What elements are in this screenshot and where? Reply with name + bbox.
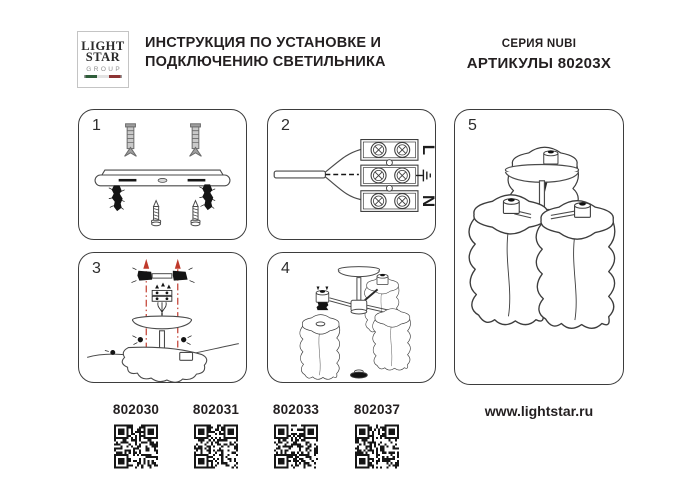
wall-anchor-icon	[124, 123, 137, 157]
articles-label: АРТИКУЛЫ 80203X	[466, 55, 612, 72]
canopy	[337, 266, 381, 301]
step-number: 5	[468, 117, 477, 134]
qr-code	[114, 424, 158, 469]
lamp-socket	[574, 201, 591, 218]
article-code: 802037	[353, 402, 401, 417]
terminal-block	[360, 139, 419, 212]
alignment-guides	[143, 258, 181, 350]
attach-cloud-shades-drawing	[299, 266, 411, 380]
terminal-label-neutral: N	[419, 195, 435, 207]
article-802030: 802030	[94, 402, 178, 469]
arm-pin	[364, 288, 379, 302]
cloud-arm	[121, 346, 208, 382]
screw-in-bracket-icon	[198, 184, 216, 210]
canopy	[131, 315, 193, 353]
step-number: 4	[281, 260, 290, 277]
canopy-screws	[104, 335, 192, 355]
assembled-chandelier-drawing	[468, 146, 616, 329]
step-number: 1	[92, 117, 101, 134]
article-code: 802031	[192, 402, 240, 417]
article-code: 802033	[272, 402, 320, 417]
step-panel-2: L N 2	[267, 109, 436, 240]
cloud-shade	[535, 200, 616, 329]
article-802031: 802031	[174, 402, 258, 469]
qr-code	[194, 424, 238, 469]
logo-word-star: STAR	[85, 50, 121, 65]
hub	[350, 299, 368, 315]
article-802033: 802033	[254, 402, 338, 469]
title-line-2: ПОДКЛЮЧЕНИЮ СВЕТИЛЬНИКА	[145, 54, 386, 70]
lamp-socket	[543, 149, 559, 165]
qr-code	[355, 424, 399, 469]
article-code: 802030	[112, 402, 160, 417]
lamp-socket	[376, 273, 389, 285]
screw-icon	[151, 200, 162, 227]
arms	[514, 209, 579, 220]
mount-canopy-to-bracket-drawing	[87, 258, 239, 382]
series-label: СЕРИЯ NUBI	[501, 38, 577, 50]
arms	[329, 297, 389, 314]
mounting-bracket	[94, 169, 231, 187]
screw-icon	[190, 200, 201, 227]
lamp-socket	[502, 197, 520, 214]
wires-and-terminal	[151, 282, 173, 317]
shade-hole	[315, 321, 326, 327]
logo-word-group: GROUP	[86, 65, 123, 73]
mounting-bar	[131, 267, 195, 283]
page-title: ИНСТРУКЦИЯ ПО УСТАНОВКЕ И ПОДКЛЮЧЕНИЮ СВ…	[145, 34, 386, 72]
logo-word-light: LIGHT	[81, 38, 125, 53]
terminal-label-line: L	[419, 145, 435, 155]
step-number: 3	[92, 260, 101, 277]
article-802037: 802037	[335, 402, 419, 469]
step-panel-5: 5	[454, 109, 624, 385]
series-info: СЕРИЯ NUBI АРТИКУЛЫ 80203X	[429, 38, 649, 72]
title-line-1: ИНСТРУКЦИЯ ПО УСТАНОВКЕ И	[145, 35, 382, 51]
canopy	[504, 163, 580, 214]
cloud-shade	[372, 308, 411, 371]
step-panel-3: 3	[78, 252, 247, 383]
supply-cable	[273, 148, 362, 201]
website-url: www.lightstar.ru	[484, 403, 594, 419]
bottom-finial	[350, 369, 368, 379]
lightstar-logo: LIGHT STAR GROUP	[77, 31, 129, 88]
italian-flag-bar-icon	[84, 75, 122, 79]
step-number: 2	[281, 117, 290, 134]
qr-code	[274, 424, 318, 469]
earth-ground-symbol-icon	[416, 169, 431, 182]
step-panel-1: 1	[78, 109, 247, 240]
wall-anchors-bracket-screws-drawing	[94, 123, 231, 227]
terminal-block-wiring-drawing: L N	[273, 139, 435, 212]
screw-in-bracket-icon	[108, 185, 126, 211]
wall-anchor-icon	[189, 123, 202, 157]
socket-being-attached	[315, 286, 330, 311]
step-panel-4: 4	[267, 252, 436, 383]
